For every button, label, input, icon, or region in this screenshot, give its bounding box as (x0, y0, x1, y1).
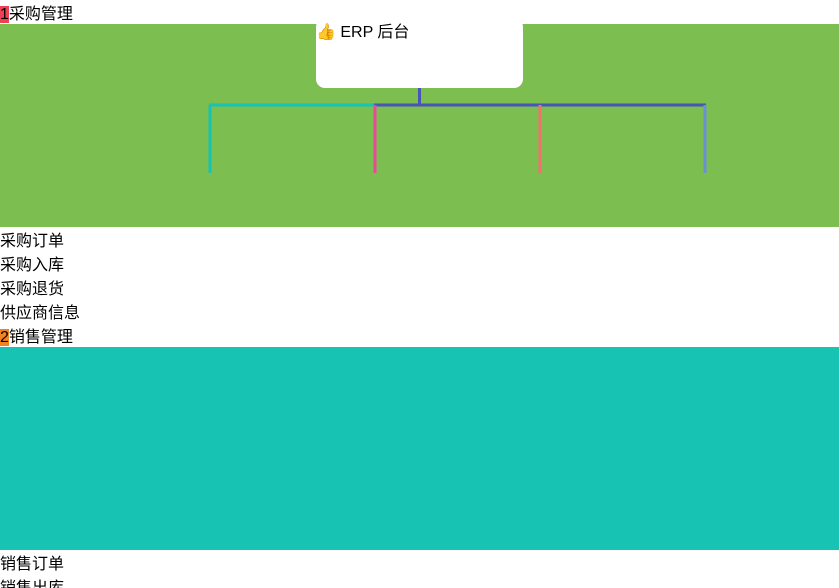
leaf-list-2: 销售订单销售出库销售退货客户信息 (0, 347, 839, 588)
branch-header-2[interactable]: 2销售管理 (0, 323, 839, 347)
leaf-item[interactable]: 销售订单 (0, 550, 839, 574)
leaf-label: 供应商信息 (0, 305, 81, 322)
thumbs-up-icon: 👍 (316, 24, 336, 41)
branch-spine-2 (0, 347, 839, 550)
leaf-item[interactable]: 采购退货 (0, 275, 839, 299)
leaf-item[interactable]: 采购入库 (0, 251, 839, 275)
branch-header-1[interactable]: 1采购管理 (0, 0, 839, 24)
leaf-label: 采购退货 (0, 281, 65, 298)
root-node[interactable]: 👍 ERP 后台 (316, 18, 523, 88)
branch-title-2: 销售管理 (8, 329, 73, 346)
leaf-item[interactable]: 销售出库 (0, 574, 839, 588)
branch-badge-1: 1 (0, 6, 9, 23)
root-title: ERP 后台 (340, 24, 410, 41)
leaf-label: 采购入库 (0, 257, 65, 274)
branch-badge-2: 2 (0, 329, 9, 346)
leaf-item[interactable]: 供应商信息 (0, 299, 839, 323)
branch-column-2: 2销售管理销售订单销售出库销售退货客户信息 (0, 323, 839, 588)
leaf-label: 采购订单 (0, 233, 65, 250)
root-node-content: 👍 ERP 后台 (316, 18, 523, 42)
leaf-item[interactable]: 采购订单 (0, 227, 839, 251)
leaf-label: 销售订单 (0, 556, 65, 573)
leaf-label: 销售出库 (0, 580, 64, 588)
branch-title-1: 采购管理 (8, 6, 73, 23)
